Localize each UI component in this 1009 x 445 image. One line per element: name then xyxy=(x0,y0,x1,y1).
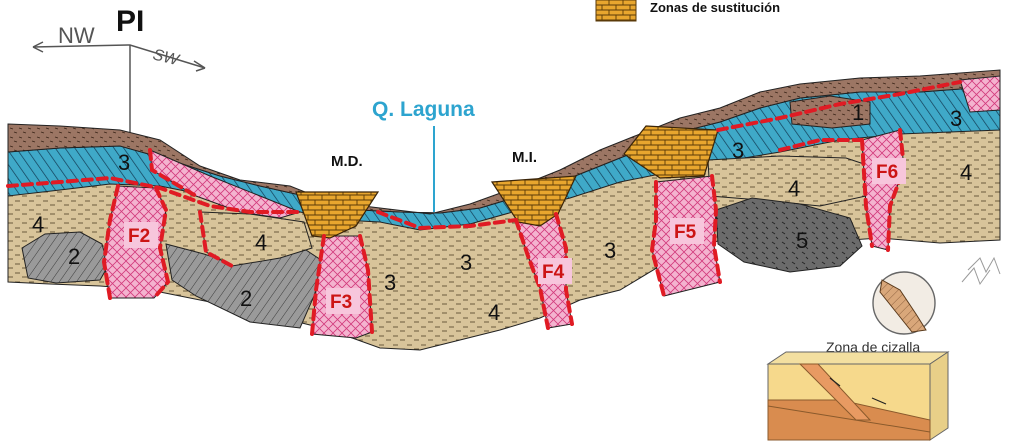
shear-zone-inset: Zona de cizalla xyxy=(768,339,948,440)
md-label: M.D. xyxy=(331,153,363,170)
fault-label-f2: F2 xyxy=(128,226,150,247)
unit-label-4-e: 4 xyxy=(960,160,972,185)
pi-label: PI xyxy=(116,5,144,38)
fault-label-f3: F3 xyxy=(330,292,352,313)
mi-label: M.I. xyxy=(512,149,537,166)
orientation-marker: NW PI SW xyxy=(33,5,205,133)
fault-label-f4: F4 xyxy=(542,262,565,283)
hand-sketch xyxy=(962,258,1000,284)
sketch-zigzag-1 xyxy=(968,258,1000,274)
rock-sample xyxy=(873,272,935,334)
legend-label: Zonas de sustitución xyxy=(650,0,780,15)
inset-top-face xyxy=(768,352,948,364)
unit-label-3-d: 3 xyxy=(604,238,616,263)
unit-label-5: 5 xyxy=(796,228,808,253)
legend: Zonas de sustitución xyxy=(596,0,780,21)
nw-label: NW xyxy=(58,23,95,48)
unit-label-1: 1 xyxy=(852,100,864,125)
unit-label-3-b: 3 xyxy=(384,270,396,295)
unit-label-4-c: 4 xyxy=(488,300,500,325)
unit-label-4-d: 4 xyxy=(788,176,800,201)
unit-label-4-b: 4 xyxy=(255,230,267,255)
unit-label-3-e: 3 xyxy=(732,138,744,163)
direction-line xyxy=(33,45,205,68)
laguna-label: Q. Laguna xyxy=(372,98,475,121)
unit-label-4-a: 4 xyxy=(32,212,44,237)
unit-label-2-left: 2 xyxy=(68,244,80,269)
replacement-zone-swatch xyxy=(596,0,636,21)
fault-label-f6: F6 xyxy=(876,162,898,183)
inset-side-face xyxy=(930,352,948,440)
unit-label-3-c: 3 xyxy=(460,250,472,275)
unit-label-2-center: 2 xyxy=(240,286,252,311)
unit-label-3-f: 3 xyxy=(950,106,962,131)
sw-label: SW xyxy=(151,46,182,69)
fault-label-f5: F5 xyxy=(674,222,697,243)
unit-label-3-a: 3 xyxy=(118,150,130,175)
